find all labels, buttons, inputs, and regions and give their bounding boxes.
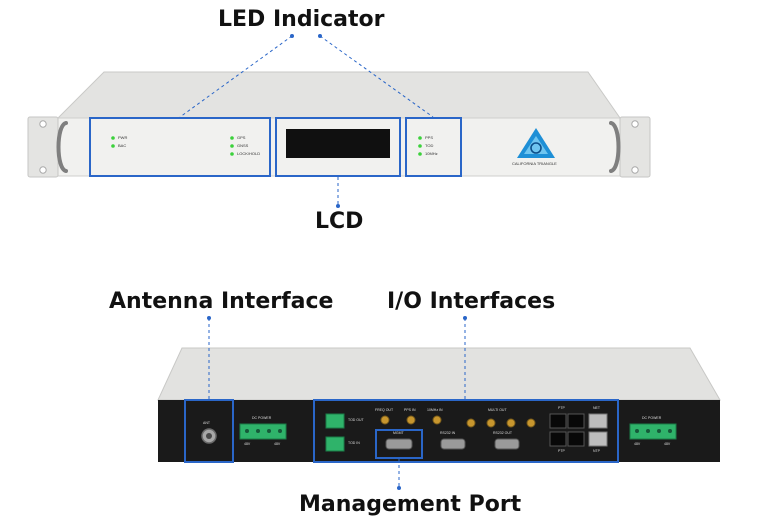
sma-connector-icon xyxy=(506,418,516,428)
rear-chassis-top xyxy=(157,347,721,401)
antenna-interface-callout: Antenna Interface xyxy=(109,289,334,314)
serial-out-label: RS232 OUT xyxy=(493,431,513,435)
front-left-ear-hole xyxy=(39,166,47,174)
ptp-port-icon xyxy=(567,413,585,429)
management-db9-icon xyxy=(385,438,413,450)
antenna-connector-core xyxy=(206,433,212,439)
led-dot xyxy=(230,144,234,148)
tod-in-label: TOD IN xyxy=(348,441,360,445)
ntp-rj45-icon xyxy=(588,431,608,447)
ptp-port-icon xyxy=(549,413,567,429)
management-port-callout: Management Port xyxy=(299,492,522,517)
led-label: GNSS xyxy=(237,143,249,148)
freq-out-label: FREQ OUT xyxy=(375,408,394,412)
dc-pin-label: 48V xyxy=(244,442,251,446)
sma-connector-icon xyxy=(406,415,416,425)
led-indicator-leader xyxy=(179,35,293,118)
tod-in-terminal xyxy=(325,436,345,452)
leader-dot xyxy=(318,34,322,38)
dc-power-terminal-left xyxy=(239,423,287,440)
dc-pin-label: 48V xyxy=(664,442,671,446)
led-dot xyxy=(418,144,422,148)
leader-dot xyxy=(336,204,340,208)
leader-dot xyxy=(207,316,211,320)
led-label: 10MHz xyxy=(425,151,438,156)
leader-dot xyxy=(463,316,467,320)
front-right-ear-hole xyxy=(631,166,639,174)
lcd-callout: LCD xyxy=(315,209,364,234)
net-label: NET xyxy=(593,406,600,410)
brand-logo-icon xyxy=(517,128,555,158)
mgmt-label: MGMT xyxy=(393,431,404,435)
io-interfaces-box xyxy=(313,399,619,463)
ntp-label: NTP xyxy=(593,449,600,453)
front-left-ear-hole xyxy=(39,120,47,128)
led-label: PPS xyxy=(425,135,434,140)
tod-out-terminal xyxy=(325,413,345,429)
led-label: PWR xyxy=(118,135,128,140)
serial-out-db9-icon xyxy=(494,438,520,450)
multi-out-label: MULTI OUT xyxy=(488,408,507,412)
leader-dot xyxy=(290,34,294,38)
ant-label: ANT xyxy=(203,421,210,425)
ptp-label: PTP xyxy=(558,449,565,453)
led-indicator-callout: LED Indicator xyxy=(218,7,385,32)
pps-in-label: PPS IN xyxy=(404,408,416,412)
dc-pin-label: 48V xyxy=(634,442,641,446)
front-right-ear-hole xyxy=(631,120,639,128)
serial-in-label: RS232 IN xyxy=(440,431,456,435)
led-dot xyxy=(418,136,422,140)
sma-connector-icon xyxy=(526,418,536,428)
led-indicator-box-right xyxy=(405,117,462,177)
led-indicator-box-left xyxy=(89,117,271,177)
led-label: TOD xyxy=(425,143,434,148)
dc-power-terminal-right xyxy=(629,423,677,440)
tod-out-label: TOD OUT xyxy=(348,418,364,422)
lcd-screen xyxy=(286,129,390,158)
ptp-port-icon xyxy=(549,431,567,447)
brand-name: CALIFORNIA TRIANGLE xyxy=(512,161,557,166)
led-indicator-leader xyxy=(319,35,434,118)
dc-power-label: DC POWER xyxy=(252,416,272,420)
ptp-port-icon xyxy=(567,431,585,447)
sma-connector-icon xyxy=(466,418,476,428)
dc-pin-label: 48V xyxy=(274,442,281,446)
led-dot xyxy=(111,144,115,148)
serial-in-db9-icon xyxy=(440,438,466,450)
led-dot xyxy=(111,136,115,140)
front-right-handle-icon xyxy=(609,121,621,173)
management-port-box xyxy=(375,429,423,459)
dc-power-label: DC POWER xyxy=(642,416,662,420)
net-rj45-icon xyxy=(588,413,608,429)
led-dot xyxy=(418,152,422,156)
tenmhz-in-label: 10MHz IN xyxy=(427,408,443,412)
lcd-box xyxy=(275,117,401,177)
led-label: LOCK/HOLD xyxy=(237,151,261,156)
leader-dot xyxy=(397,486,401,490)
led-label: BAC xyxy=(118,143,127,148)
front-chassis-top xyxy=(56,71,621,119)
antenna-interface-box xyxy=(184,399,234,463)
led-dot xyxy=(230,152,234,156)
io-interfaces-callout: I/O Interfaces xyxy=(387,289,556,314)
ptp-label: PTP xyxy=(558,406,565,410)
front-left-handle-icon xyxy=(56,121,68,173)
led-label: GPS xyxy=(237,135,246,140)
led-dot xyxy=(230,136,234,140)
sma-connector-icon xyxy=(432,415,442,425)
sma-connector-icon xyxy=(380,415,390,425)
sma-connector-icon xyxy=(486,418,496,428)
